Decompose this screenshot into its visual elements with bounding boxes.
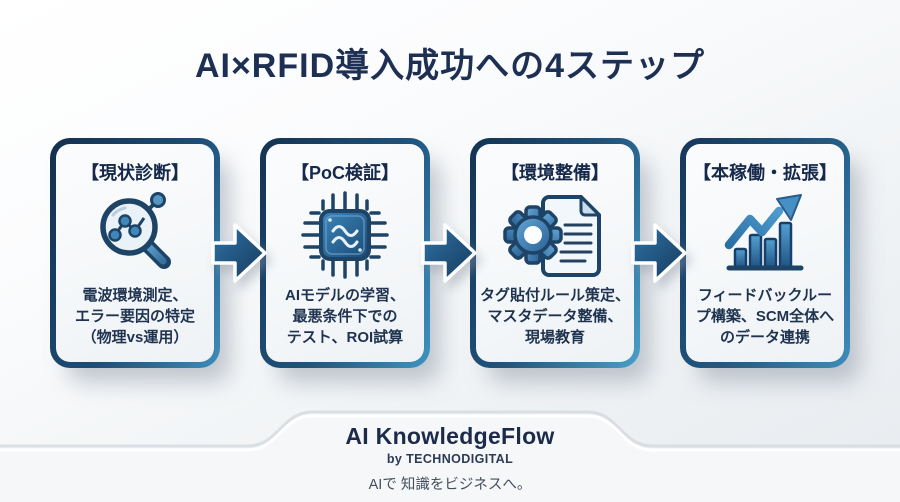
step-card-1: 【現状診断】 (50, 138, 220, 368)
step-card-2: 【PoC検証】 (260, 138, 430, 368)
gear-document-icon (503, 185, 607, 285)
flow-arrow-3 (631, 223, 687, 283)
step-3-heading: 【環境整備】 (501, 163, 609, 183)
footer-branding: AI KnowledgeFlow by TECHNODIGITAL AIで 知識… (0, 423, 900, 494)
footer-ridge-shape (0, 410, 900, 502)
brand-tagline: AIで 知識をビジネスへ。 (368, 477, 532, 493)
magnifier-chart-icon (87, 185, 183, 285)
brand-logo-text: AI KnowledgeFlow (345, 423, 555, 449)
ai-chip-icon (297, 185, 393, 285)
brand-byline: by TECHNODIGITAL (386, 452, 514, 466)
flow-arrow-1 (211, 223, 267, 283)
growth-chart-icon (717, 185, 813, 285)
step-3-description: タグ貼付ルール策定、 マスタデータ整備、 現場教育 (479, 287, 630, 346)
step-4-heading: 【本稼働・拡張】 (693, 163, 837, 183)
step-card-4: 【本稼働・拡張】 (680, 138, 850, 368)
step-1-description: 電波環境測定、 エラー要因の特定 （物理vs運用） (74, 287, 195, 346)
page-title: AI×RFID導入成功への4ステップ (194, 47, 706, 85)
step-4-description: フィードバックルー プ構築、SCM全体へ のデータ連携 (695, 287, 835, 346)
step-1-heading: 【現状診断】 (81, 163, 189, 183)
flow-arrow-2 (421, 223, 477, 283)
step-2-heading: 【PoC検証】 (291, 163, 399, 183)
step-card-3: 【環境整備】 (470, 138, 640, 368)
step-2-description: AIモデルの学習、 最悪条件下での テスト、ROI試算 (284, 287, 405, 346)
